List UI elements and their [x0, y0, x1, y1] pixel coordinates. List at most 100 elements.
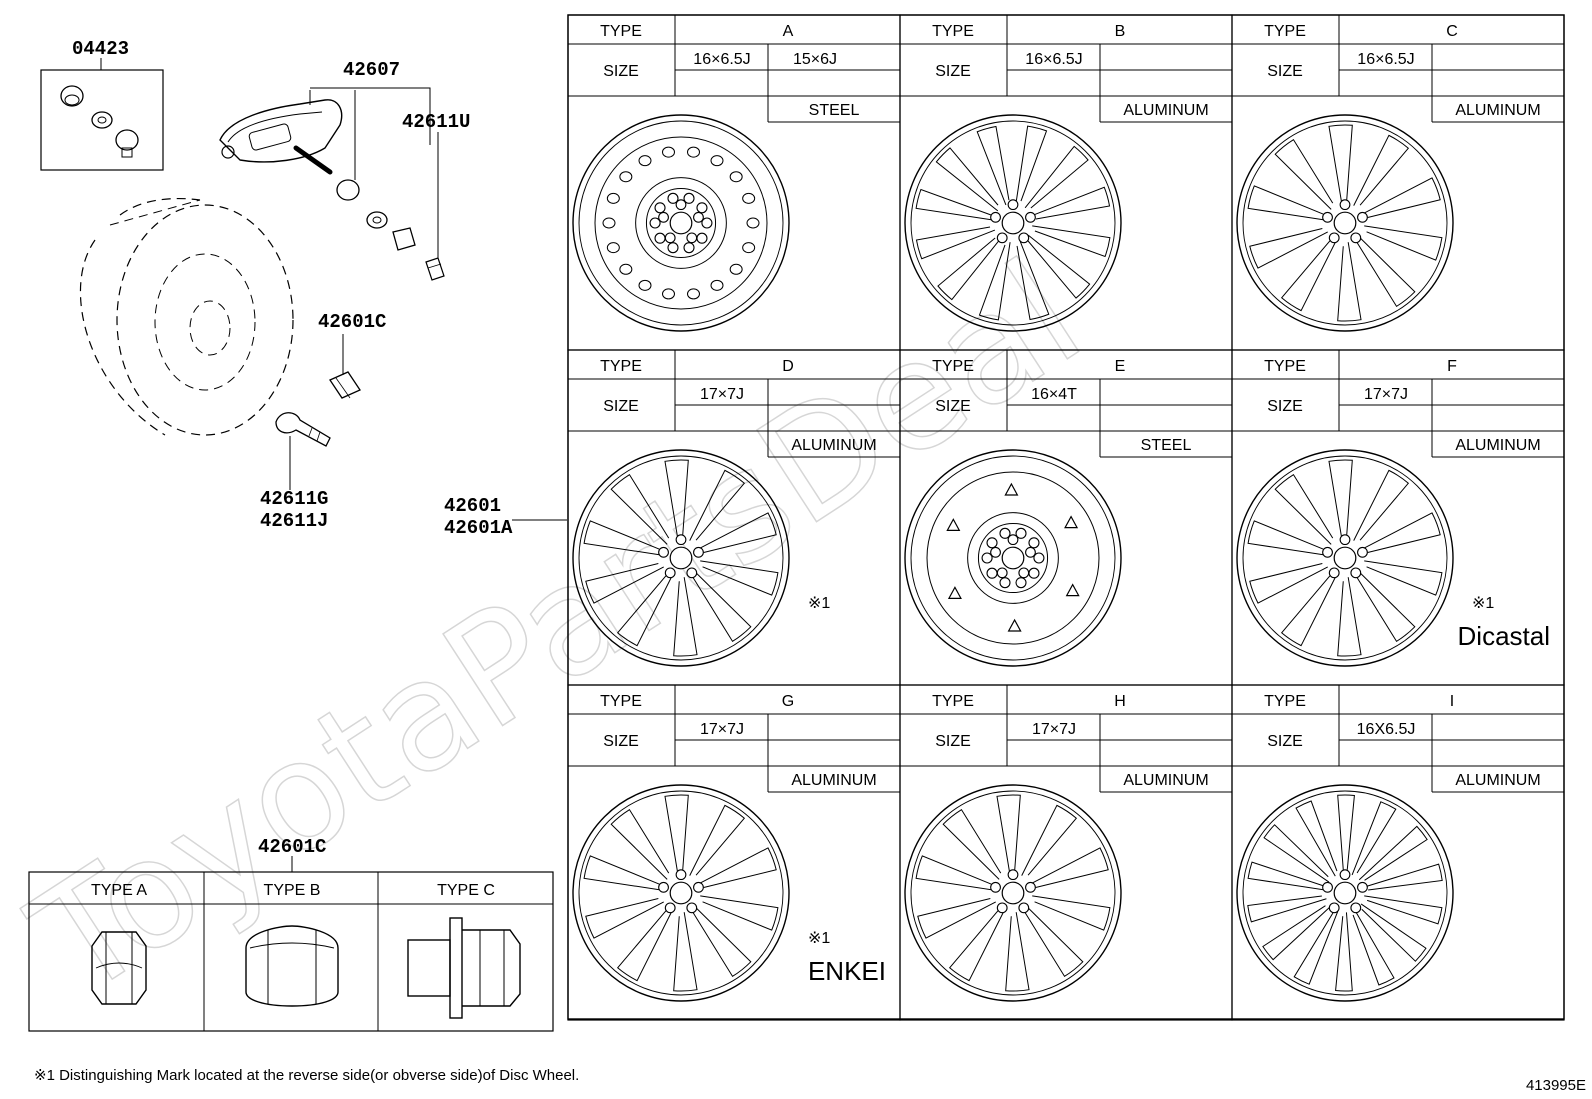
- part-number-04423[interactable]: 04423: [72, 38, 129, 60]
- wheel-spoke: [664, 794, 689, 874]
- wheel-hub-ring: [967, 512, 1059, 604]
- size-value: 17×7J: [1032, 721, 1076, 738]
- footnote: ※1 Distinguishing Mark located at the re…: [34, 1067, 579, 1084]
- wheel-rim-inner: [910, 790, 1116, 996]
- wheel-spoke: [1358, 825, 1428, 881]
- wheel-spoke: [1247, 520, 1326, 556]
- hub-slot: [701, 217, 713, 229]
- wheel-rim-inner: [910, 455, 1116, 661]
- vent-hole: [947, 586, 962, 599]
- wheel-spoke: [1032, 225, 1111, 258]
- type-letter: E: [1115, 358, 1126, 375]
- hub-slot: [649, 217, 661, 229]
- lug-hole: [1357, 546, 1368, 558]
- brand-logo-dicastal: Dicastal: [1458, 621, 1550, 651]
- wheel-spoke: [1351, 801, 1397, 876]
- wheel-center-bore: [1333, 546, 1357, 570]
- lug-hole: [1350, 902, 1362, 914]
- wheel-spoke: [673, 577, 698, 657]
- wheel-spoke: [942, 808, 1002, 880]
- type-letter: C: [1446, 23, 1458, 40]
- lug-hole: [1339, 534, 1351, 546]
- wheel-rim: [572, 449, 790, 667]
- type-letter: A: [783, 23, 794, 40]
- wheel-spoke: [915, 188, 994, 221]
- wheel-rim: [572, 114, 790, 332]
- part-number-42611U[interactable]: 42611U: [402, 111, 470, 133]
- hub-slot: [667, 192, 679, 204]
- lug-hole: [686, 232, 698, 244]
- wheel-hub-ring: [635, 177, 727, 269]
- wheel-rim-inner: [1242, 455, 1448, 661]
- wheel-outline: [80, 197, 294, 436]
- hub-slot: [696, 232, 708, 244]
- material-label: ALUMINUM: [1455, 102, 1540, 119]
- part-number-42601[interactable]: 42601: [444, 495, 501, 517]
- lug-hole: [693, 546, 704, 558]
- part-number-42611J[interactable]: 42611J: [260, 510, 328, 532]
- vent-hole: [687, 288, 701, 300]
- wheel-disc: [926, 471, 1100, 645]
- hub-slot: [986, 537, 998, 549]
- lug-hole: [693, 211, 704, 223]
- vent-hole: [638, 155, 652, 167]
- vent-hole: [638, 279, 652, 291]
- type-letter: I: [1450, 693, 1454, 710]
- wheel-spoke: [1356, 236, 1416, 308]
- wheel-spoke: [1249, 228, 1328, 269]
- vent-hole: [606, 192, 620, 204]
- hub-slot: [667, 242, 679, 254]
- lug-hole: [675, 869, 687, 881]
- wheel-spoke: [1353, 469, 1410, 541]
- nut-type-a-icon: [91, 931, 147, 1005]
- type-letter: B: [1115, 23, 1126, 40]
- size-label: SIZE: [1267, 733, 1303, 750]
- type-label: TYPE: [600, 23, 642, 40]
- wheel-center-bore: [1001, 546, 1025, 570]
- size-value: 17×7J: [700, 386, 744, 403]
- hub-slot: [1033, 552, 1045, 564]
- wheel-spoke: [1021, 804, 1078, 876]
- part-number-42601C-table[interactable]: 42601C: [258, 836, 326, 858]
- lug-hole: [658, 881, 669, 893]
- wheel-spoke: [1263, 824, 1330, 883]
- hub-slot: [1015, 527, 1027, 539]
- wheel-spoke: [1247, 185, 1326, 221]
- lug-hole: [996, 567, 1008, 579]
- type-letter: F: [1447, 358, 1457, 375]
- lug-hole: [1018, 567, 1030, 579]
- wheel-spoke: [583, 855, 662, 891]
- type-letter: D: [782, 358, 794, 375]
- part-number-42601C-small[interactable]: 42601C: [318, 311, 386, 333]
- size-label: SIZE: [935, 733, 971, 750]
- wheel-rim: [904, 784, 1122, 1002]
- lug-hole: [1322, 881, 1333, 893]
- wheel-spoke: [1362, 512, 1441, 553]
- wheel-rim: [904, 114, 1122, 332]
- vent-hole: [746, 217, 760, 229]
- wheel-center-bore: [1333, 211, 1357, 235]
- nut-type-c-icon: [407, 917, 521, 1019]
- part-number-42611G[interactable]: 42611G: [260, 488, 328, 510]
- size-value: 16X6.5J: [1357, 721, 1416, 738]
- wheel-spoke: [616, 910, 673, 982]
- lug-hole: [1322, 546, 1333, 558]
- material-label: ALUMINUM: [1455, 437, 1540, 454]
- lug-hole: [658, 211, 669, 223]
- wheel-rim-inner: [578, 120, 784, 326]
- part-number-42607[interactable]: 42607: [343, 59, 400, 81]
- part-number-42601A[interactable]: 42601A: [444, 517, 513, 539]
- vent-hole: [1004, 482, 1019, 496]
- wheel-spoke: [1280, 575, 1337, 647]
- wheel-spoke: [1015, 125, 1048, 204]
